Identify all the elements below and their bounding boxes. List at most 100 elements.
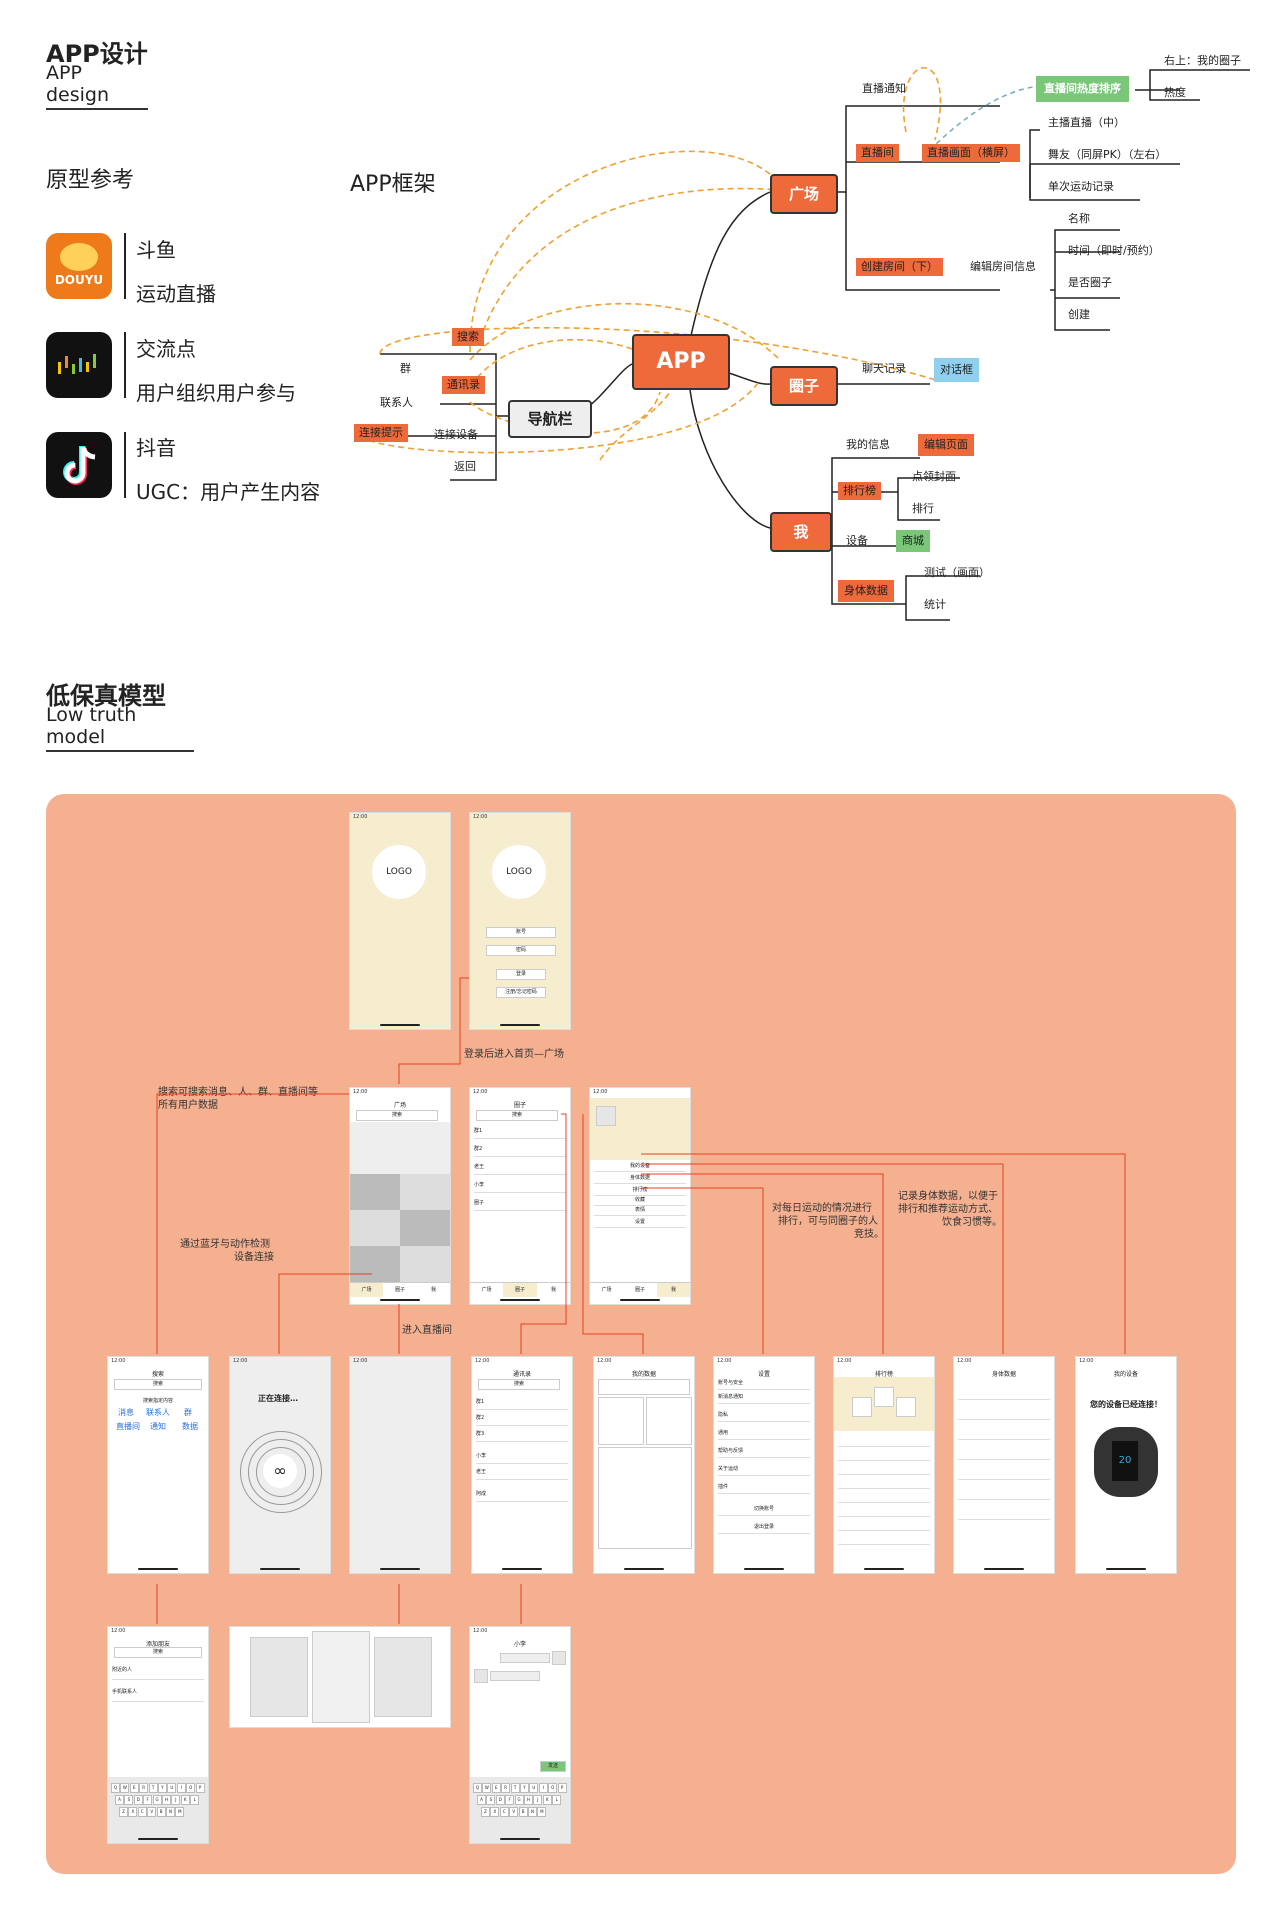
list-item[interactable]: 老王 (474, 1160, 566, 1175)
tab-circle[interactable]: 圈子 (394, 1287, 405, 1293)
search-cat[interactable]: 通知 (150, 1422, 166, 1431)
list-item[interactable]: 排行榜 (594, 1186, 686, 1196)
key-k[interactable]: K (542, 1795, 552, 1805)
list-item[interactable]: 手机联系人 (112, 1683, 204, 1702)
tab-circle[interactable]: 圈子 (503, 1283, 537, 1297)
tab-me[interactable]: 我 (430, 1287, 436, 1293)
key-i[interactable]: I (538, 1783, 548, 1793)
key-v[interactable]: V (509, 1807, 519, 1817)
key-w[interactable]: W (482, 1783, 492, 1793)
key-j[interactable]: J (533, 1795, 543, 1805)
list-item[interactable]: 我的设备 (594, 1162, 686, 1172)
logout-button[interactable]: 退出登录 (718, 1521, 810, 1534)
addfriend-search[interactable]: 搜索 (114, 1647, 202, 1658)
key-l[interactable]: L (552, 1795, 562, 1805)
list-item[interactable]: 通用 (718, 1427, 810, 1440)
key-h[interactable]: H (524, 1795, 533, 1805)
key-r[interactable]: R (501, 1783, 511, 1793)
login-button[interactable]: 登录 (496, 969, 546, 980)
key-a[interactable]: A (477, 1795, 486, 1805)
switch-account-button[interactable]: 切换账号 (718, 1503, 810, 1516)
key-i[interactable]: I (176, 1783, 186, 1793)
list-item[interactable]: 附近的人 (112, 1661, 204, 1680)
search-cat[interactable]: 群 (184, 1408, 192, 1417)
key-j[interactable]: J (171, 1795, 181, 1805)
key-n[interactable]: N (528, 1807, 537, 1817)
key-m[interactable]: M (175, 1807, 185, 1817)
list-item[interactable]: 阿成 (476, 1487, 568, 1502)
tab-me[interactable]: 我 (550, 1287, 556, 1293)
password-field[interactable]: 密码 (486, 945, 556, 956)
key-z[interactable]: Z (481, 1807, 490, 1817)
list-item[interactable]: 群2 (476, 1411, 568, 1426)
key-h[interactable]: H (162, 1795, 171, 1805)
key-e[interactable]: E (491, 1783, 501, 1793)
search-cat[interactable]: 数据 (182, 1422, 198, 1431)
list-item[interactable]: 小李 (476, 1449, 568, 1464)
register-button[interactable]: 注册/忘记密码 (496, 987, 546, 998)
key-s[interactable]: S (486, 1795, 496, 1805)
key-u[interactable]: U (167, 1783, 177, 1793)
key-r[interactable]: R (139, 1783, 149, 1793)
key-c[interactable]: C (137, 1807, 147, 1817)
search-cat[interactable]: 直播间 (116, 1422, 140, 1431)
key-b[interactable]: B (518, 1807, 528, 1817)
key-y[interactable]: Y (520, 1783, 529, 1793)
list-item[interactable]: 老王 (476, 1465, 568, 1480)
key-v[interactable]: V (147, 1807, 157, 1817)
key-k[interactable]: K (180, 1795, 190, 1805)
search-cat[interactable]: 联系人 (146, 1408, 170, 1417)
key-d[interactable]: D (133, 1795, 143, 1805)
key-x[interactable]: X (128, 1807, 138, 1817)
search-input[interactable]: 搜索 (114, 1379, 202, 1390)
contacts-search[interactable]: 搜索 (478, 1379, 560, 1390)
list-item[interactable]: 插件 (718, 1481, 810, 1494)
key-p[interactable]: P (557, 1783, 567, 1793)
key-l[interactable]: L (190, 1795, 200, 1805)
plaza-search[interactable]: 搜索 (356, 1110, 438, 1121)
circle-search[interactable]: 搜索 (476, 1110, 558, 1121)
key-x[interactable]: X (490, 1807, 500, 1817)
key-z[interactable]: Z (119, 1807, 128, 1817)
key-c[interactable]: C (499, 1807, 509, 1817)
list-item[interactable]: 群1 (476, 1395, 568, 1410)
key-t[interactable]: T (510, 1783, 520, 1793)
list-item[interactable]: 圈子 (474, 1196, 566, 1211)
key-o[interactable]: O (548, 1783, 558, 1793)
key-q[interactable]: Q (111, 1783, 120, 1793)
avatar[interactable] (596, 1106, 616, 1126)
key-m[interactable]: M (537, 1807, 547, 1817)
list-item[interactable]: 群1 (474, 1124, 566, 1139)
list-item[interactable]: 关于运动 (718, 1463, 810, 1476)
key-n[interactable]: N (166, 1807, 175, 1817)
list-item[interactable]: 新消息通知 (718, 1391, 810, 1404)
key-d[interactable]: D (495, 1795, 505, 1805)
key-t[interactable]: T (148, 1783, 158, 1793)
key-a[interactable]: A (115, 1795, 124, 1805)
key-b[interactable]: B (156, 1807, 166, 1817)
key-e[interactable]: E (129, 1783, 139, 1793)
key-s[interactable]: S (124, 1795, 134, 1805)
key-f[interactable]: F (505, 1795, 515, 1805)
key-g[interactable]: G (152, 1795, 162, 1805)
key-p[interactable]: P (195, 1783, 205, 1793)
key-u[interactable]: U (529, 1783, 539, 1793)
list-item[interactable]: 小李 (474, 1178, 566, 1193)
key-f[interactable]: F (143, 1795, 153, 1805)
key-g[interactable]: G (514, 1795, 524, 1805)
list-item[interactable]: 身体数据 (594, 1174, 686, 1184)
list-item[interactable]: 表情 (594, 1206, 686, 1216)
list-item[interactable]: 账号与安全 (718, 1377, 810, 1390)
key-y[interactable]: Y (158, 1783, 167, 1793)
key-o[interactable]: O (186, 1783, 196, 1793)
list-item[interactable]: 收藏 (594, 1196, 686, 1206)
list-item[interactable]: 设置 (594, 1218, 686, 1228)
account-field[interactable]: 账号 (486, 927, 556, 938)
tab-me[interactable]: 我 (657, 1283, 690, 1297)
search-cat[interactable]: 消息 (118, 1408, 134, 1417)
send-button[interactable]: 发送 (540, 1761, 566, 1772)
key-q[interactable]: Q (473, 1783, 482, 1793)
tab-circle[interactable]: 圈子 (634, 1287, 645, 1293)
